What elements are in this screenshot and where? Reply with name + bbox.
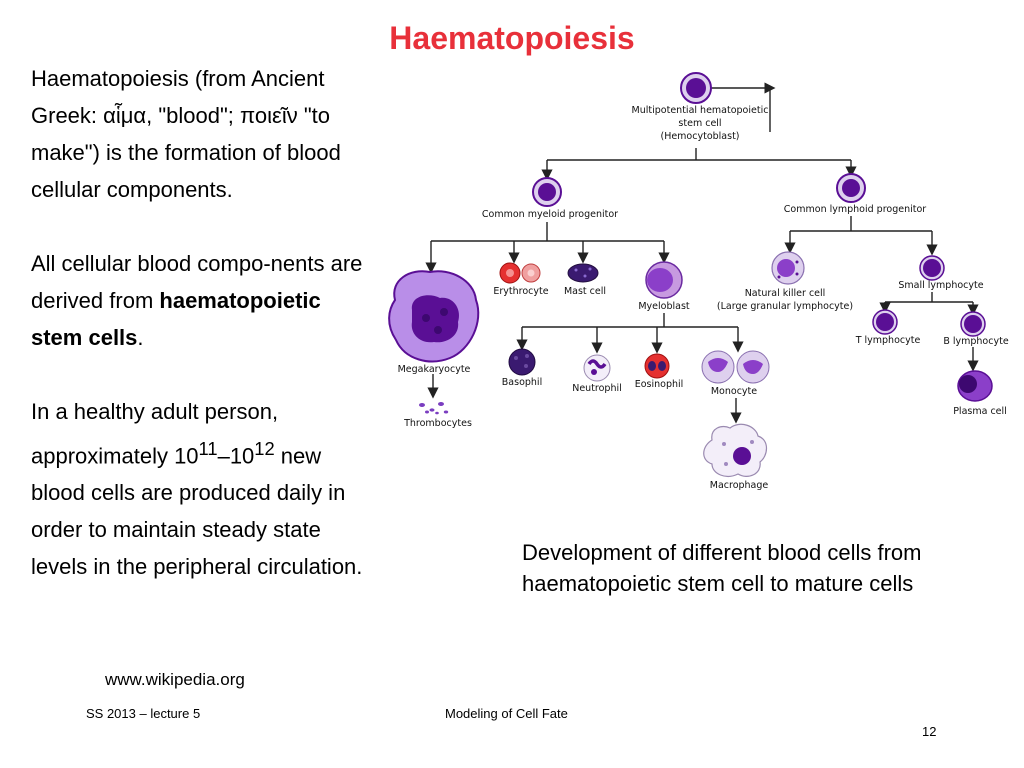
monocyte-icon [701, 350, 770, 384]
label-nk-cell-2: (Large granular lymphocyte) [717, 301, 853, 312]
plasma-cell-icon [957, 370, 993, 402]
label-mast-cell: Mast cell [564, 286, 606, 297]
slide-title: Haematopoiesis [389, 20, 635, 56]
thrombocytes-icon [419, 402, 449, 415]
body-text: Haematopoiesis (from Ancient Greek: αἷμα… [31, 60, 376, 585]
basophil-icon [508, 348, 536, 376]
small-lymphocyte-icon [919, 255, 945, 281]
page-number: 12 [922, 724, 937, 739]
erythrocyte-icon [499, 262, 541, 284]
b-lymphocyte-icon [960, 311, 986, 337]
footer-course: Modeling of Cell Fate [445, 706, 568, 721]
mast-cell-icon [567, 263, 599, 283]
label-erythrocyte: Erythrocyte [493, 286, 548, 297]
label-neutrophil: Neutrophil [572, 383, 622, 394]
label-megakaryocyte: Megakaryocyte [398, 364, 471, 375]
para3-dash: –10 [217, 443, 255, 469]
t-lymphocyte-icon [872, 309, 898, 335]
label-thrombocytes: Thrombocytes [403, 418, 472, 429]
label-plasma-cell: Plasma cell [953, 406, 1007, 417]
para2-end: . [137, 325, 144, 350]
label-b-lymphocyte: B lymphocyte [943, 336, 1008, 347]
myeloid-progenitor-icon [532, 177, 562, 207]
connector-lines [425, 82, 979, 424]
label-stem-cell-1: Multipotential hematopoietic [632, 105, 769, 116]
macrophage-icon [703, 423, 768, 477]
label-myeloblast: Myeloblast [638, 301, 690, 312]
nk-cell-icon [771, 251, 805, 285]
paragraph-production: In a healthy adult person, approximately… [31, 393, 376, 585]
exponent-12: 12 [254, 438, 275, 459]
label-small-lymphocyte: Small lymphocyte [898, 280, 983, 291]
label-eosinophil: Eosinophil [635, 379, 684, 390]
label-myeloid-progenitor: Common myeloid progenitor [482, 209, 618, 220]
paragraph-stem-cells: All cellular blood compo-nents are deriv… [31, 245, 376, 356]
label-stem-cell-2: stem cell [678, 118, 721, 129]
diagram-caption: Development of different blood cells fro… [522, 540, 922, 596]
label-macrophage: Macrophage [710, 480, 769, 491]
neutrophil-icon [583, 354, 611, 382]
paragraph-definition: Haematopoiesis (from Ancient Greek: αἷμα… [31, 66, 341, 202]
para3-text: In a healthy adult person, approximately… [31, 399, 279, 469]
label-t-lymphocyte: T lymphocyte [855, 335, 921, 346]
eosinophil-icon [644, 353, 670, 379]
hsc-emphasis: haematopoietic stem cells [31, 288, 321, 350]
exponent-11: 11 [198, 438, 218, 459]
label-lymphoid-progenitor: Common lymphoid progenitor [784, 204, 926, 215]
para3-rest: new blood cells are produced daily in or… [31, 443, 363, 580]
footer-lecture: SS 2013 – lecture 5 [86, 706, 201, 721]
stem-cell-icon [680, 72, 712, 104]
label-stem-cell-3: (Hemocytoblast) [660, 131, 739, 142]
source-link[interactable]: www.wikipedia.org [105, 670, 245, 689]
lymphoid-progenitor-icon [836, 173, 866, 203]
para2-text: All cellular blood compo-nents are deriv… [31, 251, 363, 313]
label-monocyte: Monocyte [711, 386, 757, 397]
megakaryocyte-icon [388, 270, 480, 363]
myeloblast-icon [645, 261, 683, 299]
label-nk-cell-1: Natural killer cell [745, 288, 826, 299]
label-basophil: Basophil [502, 377, 542, 388]
